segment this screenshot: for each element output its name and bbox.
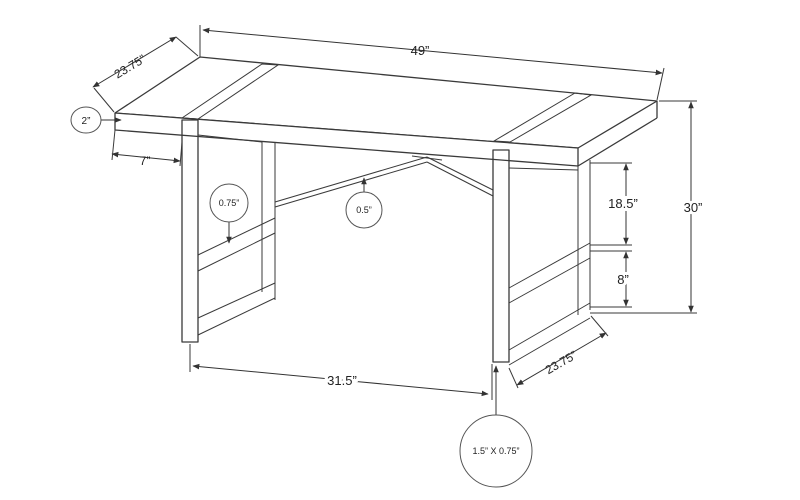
base-depth-label: 23.75” bbox=[543, 348, 579, 377]
right-leg-frame bbox=[492, 149, 591, 366]
rear-cross-brace bbox=[274, 155, 494, 208]
dimension-lines bbox=[92, 25, 697, 400]
leg-span-label: 31.5” bbox=[327, 373, 357, 388]
left-leg-frame bbox=[181, 119, 276, 343]
rail-label: 0.75” bbox=[219, 198, 240, 208]
top-depth-label: 23.75” bbox=[112, 52, 148, 82]
upper-gap-label: 18.5” bbox=[608, 196, 638, 211]
callout-top-thickness: 2” bbox=[70, 106, 122, 134]
desk-drawing bbox=[114, 56, 658, 366]
width-label: 49” bbox=[411, 43, 430, 58]
tabletop bbox=[114, 56, 658, 167]
overhang-label: 7” bbox=[140, 154, 151, 168]
callout-rail: 0.75” bbox=[209, 183, 249, 244]
callout-brace: 0.5” bbox=[345, 177, 383, 229]
brace-label: 0.5” bbox=[356, 205, 372, 215]
top-thickness-label: 2” bbox=[82, 116, 91, 127]
height-label: 30” bbox=[684, 200, 703, 215]
lower-gap-label: 8” bbox=[617, 272, 629, 287]
callout-leg-profile: 1.5” X 0.75” bbox=[459, 365, 533, 488]
leg-profile-label: 1.5” X 0.75” bbox=[472, 446, 519, 456]
